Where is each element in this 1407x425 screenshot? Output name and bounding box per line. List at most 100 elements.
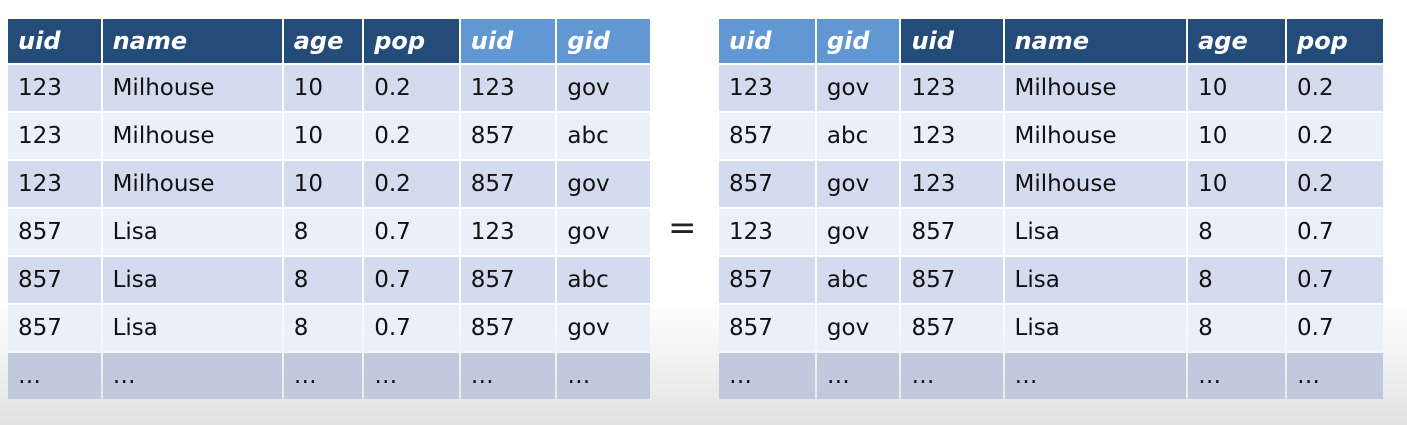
table-cell: 8 bbox=[1188, 305, 1286, 351]
table-cell: 10 bbox=[1188, 161, 1286, 207]
table-cell: 857 bbox=[460, 113, 556, 159]
table-cell: 857 bbox=[8, 257, 101, 303]
header-cell-uid-joined: uid bbox=[460, 19, 556, 63]
table-cell: 123 bbox=[460, 209, 556, 255]
table-cell: 857 bbox=[901, 257, 1003, 303]
table-cell: … bbox=[816, 353, 900, 399]
table-cell: 8 bbox=[283, 209, 363, 255]
table-cell: 10 bbox=[1188, 113, 1286, 159]
table-cell: 0.7 bbox=[1287, 209, 1383, 255]
table-cell: 10 bbox=[283, 65, 363, 111]
table-cell: 0.2 bbox=[1287, 113, 1383, 159]
table-cell: 123 bbox=[901, 161, 1003, 207]
table-cell: gov bbox=[557, 65, 650, 111]
table-cell: Lisa bbox=[1004, 257, 1187, 303]
header-row: uid gid uid name age pop bbox=[719, 19, 1383, 63]
table-cell: 857 bbox=[460, 161, 556, 207]
table-cell: 857 bbox=[460, 305, 556, 351]
table-cell: 123 bbox=[901, 113, 1003, 159]
table-cell: 0.7 bbox=[1287, 257, 1383, 303]
table-cell: … bbox=[557, 353, 650, 399]
table-cell: gov bbox=[816, 209, 900, 255]
table-cell: 123 bbox=[8, 161, 101, 207]
header-cell-age: age bbox=[1188, 19, 1286, 63]
header-cell-uid: uid bbox=[8, 19, 101, 63]
table-cell: 10 bbox=[1188, 65, 1286, 111]
table-row: ……………… bbox=[719, 353, 1383, 399]
table-cell: 857 bbox=[8, 209, 101, 255]
table-cell: 123 bbox=[719, 209, 815, 255]
table-cell: 123 bbox=[901, 65, 1003, 111]
table-cell: Lisa bbox=[1004, 305, 1187, 351]
table-cell: Lisa bbox=[102, 305, 282, 351]
table-cell: … bbox=[364, 353, 459, 399]
table-cell: 857 bbox=[460, 257, 556, 303]
table-cell: Milhouse bbox=[102, 161, 282, 207]
table-cell: 0.2 bbox=[364, 113, 459, 159]
header-cell-uid: uid bbox=[901, 19, 1003, 63]
table-cell: Milhouse bbox=[1004, 161, 1187, 207]
table-cell: … bbox=[1287, 353, 1383, 399]
table-cell: 123 bbox=[8, 65, 101, 111]
table-cell: 123 bbox=[460, 65, 556, 111]
table-cell: 857 bbox=[719, 113, 815, 159]
table-cell: … bbox=[102, 353, 282, 399]
table-cell: gov bbox=[557, 209, 650, 255]
equals-sign: = bbox=[668, 208, 697, 248]
table-cell: 0.2 bbox=[1287, 161, 1383, 207]
table-cell: … bbox=[1188, 353, 1286, 399]
table-cell: abc bbox=[557, 257, 650, 303]
table-cell: Lisa bbox=[102, 209, 282, 255]
table-cell: 857 bbox=[901, 209, 1003, 255]
table-cell: gov bbox=[557, 161, 650, 207]
table-cell: 857 bbox=[901, 305, 1003, 351]
table-cell: 0.7 bbox=[364, 257, 459, 303]
table-cell: 0.7 bbox=[1287, 305, 1383, 351]
table-cell: 0.2 bbox=[364, 161, 459, 207]
header-cell-name: name bbox=[102, 19, 282, 63]
table-cell: gov bbox=[816, 305, 900, 351]
table-cell: Lisa bbox=[1004, 209, 1187, 255]
header-cell-pop: pop bbox=[364, 19, 459, 63]
header-cell-gid: gid bbox=[557, 19, 650, 63]
header-cell-uid-joined: uid bbox=[719, 19, 815, 63]
table-cell: 0.7 bbox=[364, 305, 459, 351]
table-cell: 857 bbox=[719, 257, 815, 303]
table-cell: 0.7 bbox=[364, 209, 459, 255]
table-row: ……………… bbox=[8, 353, 650, 399]
table-cell: 0.2 bbox=[1287, 65, 1383, 111]
table-cell: gov bbox=[816, 65, 900, 111]
table-cell: gov bbox=[557, 305, 650, 351]
table-cell: 123 bbox=[8, 113, 101, 159]
header-cell-pop: pop bbox=[1287, 19, 1383, 63]
table-cell: Milhouse bbox=[102, 65, 282, 111]
table-cell: … bbox=[1004, 353, 1187, 399]
table-cell: abc bbox=[816, 113, 900, 159]
header-cell-gid: gid bbox=[816, 19, 900, 63]
table-cell: 8 bbox=[283, 257, 363, 303]
table-cell: 8 bbox=[1188, 257, 1286, 303]
table-cell: 10 bbox=[283, 161, 363, 207]
table-cell: 0.2 bbox=[364, 65, 459, 111]
table-cell: 10 bbox=[283, 113, 363, 159]
table-cell: … bbox=[283, 353, 363, 399]
table-cell: Milhouse bbox=[1004, 65, 1187, 111]
table-cell: 8 bbox=[283, 305, 363, 351]
table-cell: … bbox=[460, 353, 556, 399]
table-cell: Lisa bbox=[102, 257, 282, 303]
table-cell: gov bbox=[816, 161, 900, 207]
header-cell-name: name bbox=[1004, 19, 1187, 63]
